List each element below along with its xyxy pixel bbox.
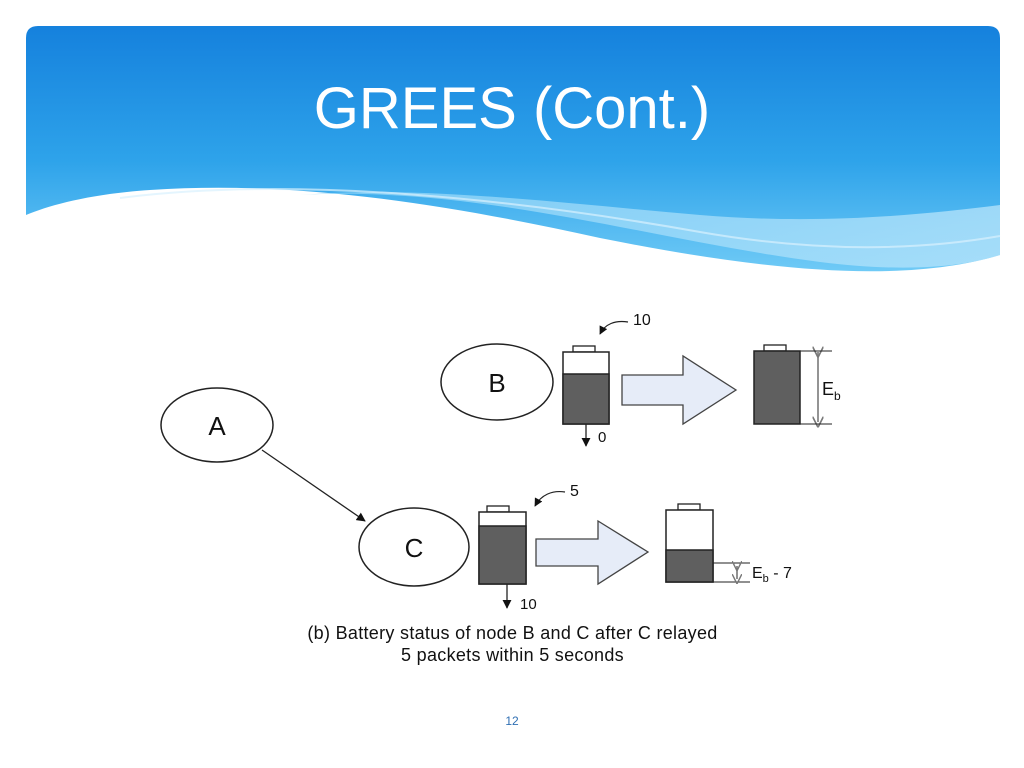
- node-b-label: B: [488, 368, 505, 398]
- node-c: C: [358, 507, 470, 587]
- node-c-label: C: [405, 533, 424, 563]
- caption-line-1: (b) Battery status of node B and C after…: [307, 623, 718, 643]
- header-band: [26, 26, 1001, 272]
- battery-c-before: [478, 505, 527, 585]
- battery-c-before-fill: [478, 525, 527, 585]
- battery-c-in-label: 5: [570, 483, 579, 500]
- caption-line-2: 5 packets within 5 seconds: [401, 645, 624, 665]
- battery-b-before: [562, 345, 610, 425]
- page-number: 12: [505, 714, 519, 728]
- battery-b-in-arrow: [599, 320, 629, 335]
- battery-c-after-fill: [665, 549, 714, 583]
- battery-b-before-fill: [562, 373, 610, 425]
- node-a: A: [160, 387, 274, 463]
- battery-b-after: [753, 344, 801, 425]
- node-b: B: [440, 343, 554, 421]
- transition-arrow-b: [621, 354, 738, 426]
- battery-c-in-arrow: [534, 490, 566, 507]
- battery-c-after: [665, 503, 714, 583]
- battery-c-result-label: Eb - 7: [752, 565, 792, 585]
- battery-b-out-label: 0: [598, 429, 606, 446]
- slide-title: GREES (Cont.): [313, 76, 711, 141]
- diagram-caption: (b) Battery status of node B and C after…: [150, 622, 875, 666]
- battery-b-result-label: Eb: [822, 379, 841, 403]
- transition-arrow-c: [535, 519, 650, 586]
- header-wave-light: [300, 192, 1000, 268]
- edge-a-to-c: [261, 449, 366, 522]
- battery-b-in-label: 10: [633, 312, 651, 329]
- battery-c-out-label: 10: [520, 596, 537, 613]
- node-a-label: A: [208, 411, 226, 441]
- header-background: [26, 26, 1000, 272]
- battery-b-after-fill: [753, 350, 801, 425]
- header-wave-line: [119, 188, 1001, 249]
